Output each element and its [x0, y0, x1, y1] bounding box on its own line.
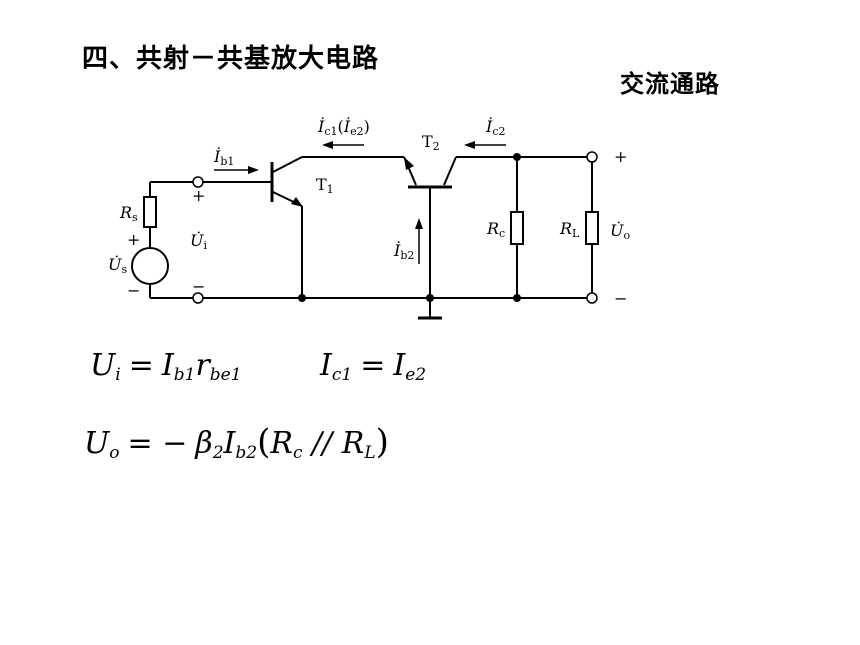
- rc-resistor: [510, 211, 524, 245]
- ic1-arrowhead: [322, 141, 333, 149]
- t1-emitter-arrowhead: [291, 197, 303, 207]
- label-ic1-ie2: İc1(İe2): [317, 116, 370, 138]
- output-plus-sign: +: [614, 147, 627, 166]
- ib1-arrowhead: [248, 166, 259, 174]
- label-ic2: İc2: [485, 116, 506, 138]
- rs-resistor: [143, 196, 157, 228]
- source-plus-sign: +: [127, 230, 140, 249]
- rl-resistor: [585, 211, 599, 245]
- junction-dot: [298, 294, 306, 302]
- label-t2: T2: [422, 132, 440, 153]
- output-terminal-top: [586, 151, 598, 163]
- input-minus-sign: −: [192, 277, 205, 296]
- label-us: U̇s: [108, 255, 127, 276]
- slide-title: 四、共射－共基放大电路: [82, 44, 380, 74]
- label-ib2: İb2: [393, 240, 414, 262]
- label-t1: T1: [316, 175, 334, 196]
- label-uo: U̇o: [610, 221, 630, 242]
- input-terminal-top: [192, 176, 204, 188]
- label-ib1: İb1: [213, 146, 234, 168]
- label-rc: Rc: [486, 219, 505, 240]
- output-terminal-bottom: [586, 292, 598, 304]
- t2-collector: [443, 156, 457, 186]
- junction-dot: [513, 294, 521, 302]
- label-ui: U̇i: [190, 231, 207, 252]
- label-rs: Rs: [119, 203, 138, 224]
- input-terminal-bottom: [192, 292, 204, 304]
- junction-dot: [513, 153, 521, 161]
- us-source: [131, 247, 169, 285]
- equation-output-voltage: Uo= −β2Ib2(Rc // RL): [84, 422, 389, 464]
- label-rl: RL: [559, 219, 580, 240]
- ic2-arrowhead: [464, 141, 475, 149]
- equation-current-relation: Ic1=Ie2: [320, 348, 427, 386]
- source-minus-sign: −: [127, 281, 140, 300]
- t1-collector: [272, 156, 303, 173]
- output-minus-sign: −: [614, 289, 627, 308]
- input-plus-sign: +: [192, 186, 205, 205]
- t2-emitter-arrowhead: [404, 157, 414, 170]
- ib2-arrowhead: [415, 218, 423, 229]
- slide-subtitle: 交流通路: [620, 70, 720, 98]
- junction-dot: [426, 294, 434, 302]
- equation-input-voltage: Ui=Ib1rbe1: [90, 348, 242, 386]
